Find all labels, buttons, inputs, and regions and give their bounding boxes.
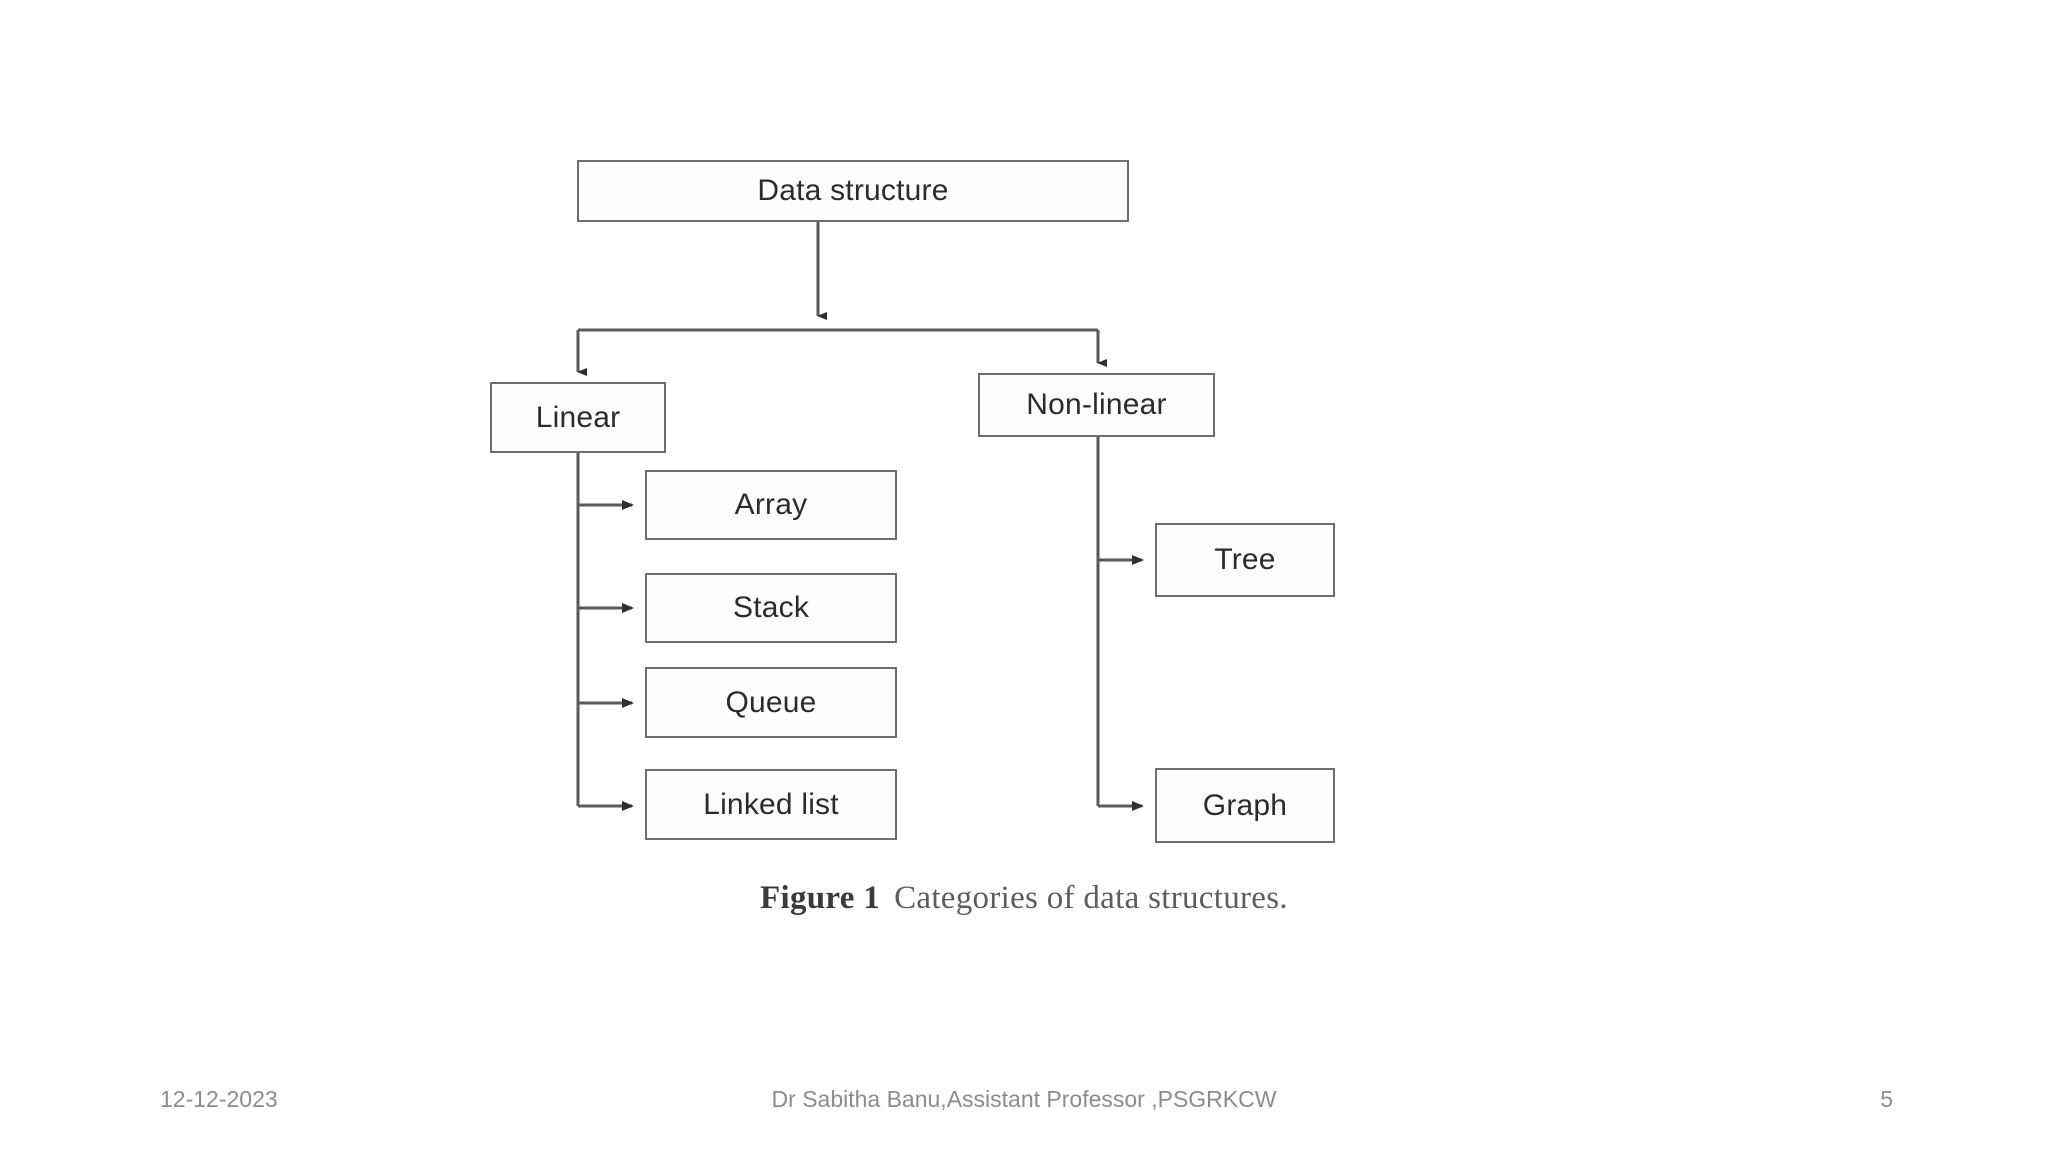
- node-linear[interactable]: Linear: [490, 382, 666, 453]
- figure-caption: Figure 1 Categories of data structures.: [0, 880, 2048, 917]
- node-linked-list[interactable]: Linked list: [645, 769, 897, 840]
- node-non-linear[interactable]: Non-linear: [978, 373, 1215, 437]
- node-tree[interactable]: Tree: [1155, 523, 1335, 597]
- node-graph[interactable]: Graph: [1155, 768, 1335, 843]
- node-data-structure[interactable]: Data structure: [577, 160, 1129, 222]
- figure-caption-label: Figure 1: [760, 880, 881, 916]
- diagram-connectors: [576, 222, 1144, 811]
- slide-footer: 12-12-2023 Dr Sabitha Banu,Assistant Pro…: [0, 1086, 2048, 1126]
- node-queue[interactable]: Queue: [645, 667, 897, 738]
- node-stack[interactable]: Stack: [645, 573, 897, 643]
- node-array[interactable]: Array: [645, 470, 897, 540]
- data-structure-hierarchy-diagram: Data structure Linear Non-linear Array S…: [490, 160, 1335, 843]
- figure-caption-text: Categories of data structures.: [894, 880, 1288, 916]
- footer-date: 12-12-2023: [160, 1086, 278, 1112]
- footer-page-number: 5: [1880, 1086, 1893, 1112]
- footer-author: Dr Sabitha Banu,Assistant Professor ,PSG…: [771, 1086, 1277, 1112]
